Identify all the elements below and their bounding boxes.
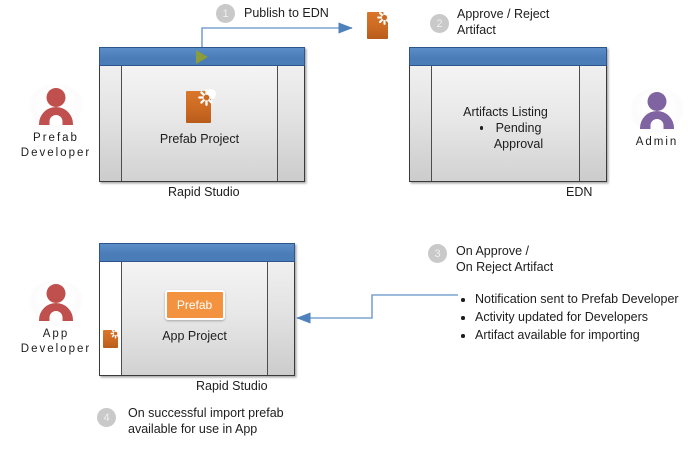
panel-caption-rapid-studio: Rapid Studio [196, 379, 268, 393]
panel-left-strip [100, 66, 122, 181]
panel-center-pane: Artifacts Listing Pending Approval [432, 66, 579, 181]
step-label-1: Publish to EDN [244, 6, 329, 20]
actor-prefab-developer: Prefab Developer [9, 84, 103, 161]
panel-caption-edn: EDN [566, 185, 593, 199]
bullet-text: Pending Approval [493, 121, 544, 151]
outcomes-list: Notification sent to Prefab Developer Ac… [459, 291, 695, 345]
starburst-icon [197, 89, 215, 106]
panel-caption-rapid-studio: Rapid Studio [168, 185, 240, 199]
panel-left-strip [100, 262, 122, 375]
artifact-icon[interactable] [103, 328, 121, 348]
prefab-badge[interactable]: Prefab [164, 290, 225, 320]
panel-body-text: App Project [162, 329, 227, 343]
artifact-icon [185, 88, 216, 123]
step-marker-3: 3 [428, 244, 447, 263]
panel-titlebar[interactable] [99, 47, 305, 66]
panel-right-strip [267, 262, 294, 375]
step-label-3: On Approve / On Reject Artifact [456, 244, 554, 274]
connector-on-approve-reject [296, 294, 458, 324]
step-marker-2: 2 [430, 14, 449, 33]
person-icon [28, 280, 84, 326]
panel-right-strip [277, 66, 304, 181]
actor-admin: Admin [627, 88, 687, 150]
panel-edn[interactable]: Artifacts Listing Pending Approval [409, 47, 607, 182]
panel-body: Prefab App Project [99, 262, 295, 376]
panel-body-text: Prefab Project [159, 132, 240, 146]
actor-label: Prefab Developer [20, 132, 92, 159]
panel-titlebar[interactable] [99, 243, 295, 262]
artifacts-listing-title: Artifacts Listing [463, 105, 548, 119]
starburst-icon [110, 328, 121, 339]
step-label-2: Approve / Reject Artifact [457, 7, 550, 37]
panel-body: Artifacts Listing Pending Approval [409, 66, 607, 182]
panel-titlebar[interactable] [409, 47, 607, 66]
artifacts-listing-bullet: Pending Approval [432, 120, 579, 152]
actor-label: App Developer [20, 328, 92, 355]
bullet-dot [479, 126, 484, 130]
step-marker-4: 4 [97, 408, 116, 427]
panel-center-pane: Prefab App Project [122, 262, 267, 375]
panel-body: Prefab Project [99, 66, 305, 182]
panel-center-pane: Prefab Project [122, 66, 277, 181]
panel-prefab-project[interactable]: Prefab Project [99, 47, 305, 182]
play-icon[interactable] [196, 49, 208, 64]
panel-right-strip [579, 66, 606, 181]
list-item: Artifact available for importing [459, 327, 695, 344]
panel-left-strip [410, 66, 432, 181]
starburst-icon [377, 10, 392, 25]
list-item: Activity updated for Developers [459, 309, 695, 326]
panel-app-project[interactable]: Prefab App Project [99, 243, 295, 376]
person-icon [629, 88, 685, 134]
step-label-4: On successful import prefab available fo… [128, 406, 284, 436]
step-marker-1: 1 [216, 4, 235, 23]
person-icon [28, 84, 84, 130]
actor-label: Admin [635, 136, 679, 148]
artifact-icon [367, 9, 393, 39]
actor-app-developer: App Developer [9, 280, 103, 357]
list-item: Notification sent to Prefab Developer [459, 291, 695, 308]
